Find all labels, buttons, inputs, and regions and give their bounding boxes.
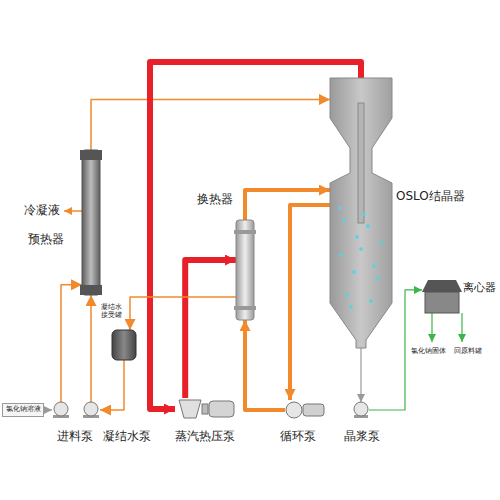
tank-shell (112, 330, 136, 360)
condensate-pump-icon (82, 402, 100, 418)
equipment-label: OSLO结晶器 (396, 190, 465, 203)
condensate-label: 冷凝液 (24, 204, 60, 217)
equipment-label: 预热器 (28, 233, 64, 246)
pipe-connector (150, 62, 361, 409)
pump-motor (303, 404, 324, 416)
crystal-dot (345, 293, 349, 297)
crystal-dot (342, 218, 346, 222)
circulation-pump: 循环泵 (285, 400, 325, 420)
crystal-dot (379, 241, 383, 245)
crystal-dot (362, 212, 366, 216)
heat-exchanger-icon (236, 220, 254, 320)
centrifuge-icon (422, 280, 462, 313)
crystal-dot (359, 247, 363, 251)
crystallizer-vessel (330, 78, 392, 348)
crystal-dot (352, 270, 356, 274)
crystal-dot (338, 206, 342, 210)
crystal-dot (349, 305, 353, 309)
box-label: 氯化钠溶液 (6, 406, 41, 414)
compressor-coupling (202, 404, 208, 414)
condensate-outlet (64, 210, 82, 212)
compressor-body (179, 400, 201, 418)
solid-outlet (431, 313, 432, 342)
exchanger-shell (236, 220, 254, 320)
pipe-connector (61, 285, 82, 402)
feed-pump-icon (52, 402, 70, 418)
vapor-compressor-icon (175, 398, 235, 420)
crystal-dot (339, 253, 343, 257)
pipe-connector (185, 260, 236, 398)
equipment-label: 蒸汽热压泵 (175, 430, 235, 443)
exchanger-flange (234, 306, 256, 310)
condensate-pump: 凝结水泵 (82, 402, 100, 418)
pipe-connector (290, 205, 330, 400)
exchanger-flange (234, 230, 256, 234)
oslo-crystallizer-icon (330, 78, 392, 348)
condensate-tank-icon (112, 330, 136, 360)
pump-body (54, 402, 68, 416)
pipe-connector (91, 100, 330, 150)
preheater: 预热器 (82, 150, 100, 295)
return-label: 回原料罐 (454, 348, 482, 356)
pump-body (354, 402, 368, 416)
crystal-dot (355, 235, 359, 239)
feed-pump: 进料泵 (52, 402, 70, 418)
equipment-label: 循环泵 (280, 430, 316, 443)
equipment-label: 离心器 (463, 282, 496, 294)
pipe-connector (245, 190, 330, 220)
vapor-compressor: 蒸汽热压泵 (175, 398, 235, 420)
pipe-connector (90, 295, 92, 402)
centrifuge-cover (422, 280, 462, 292)
pipe-connector (100, 360, 124, 410)
downcomer-tube (358, 103, 364, 223)
oslo-crystallizer: OSLO结晶器 (330, 78, 392, 348)
pipe-connector (245, 320, 285, 410)
feed-box: 氯化钠溶液 (2, 403, 44, 417)
pipe-connector (44, 409, 52, 410)
preheater-shell (82, 150, 100, 295)
preheater-cap (80, 150, 102, 160)
slurry-pump-icon (353, 402, 369, 418)
slurry-pump: 晶浆泵 (353, 402, 369, 418)
crystal-dot (369, 299, 373, 303)
crystal-dot (376, 276, 380, 280)
equipment-label: 凝结水泵 (103, 430, 151, 443)
equipment-label: 晶浆泵 (344, 430, 380, 443)
centrifuge-body (425, 292, 459, 313)
heat-exchanger: 换热器 (236, 220, 254, 320)
preheater-cap (80, 285, 102, 295)
equipment-label: 凝结水 接受罐 (100, 304, 122, 319)
condensate-tank: 凝结水 接受罐 (112, 330, 136, 360)
crystal-dot (372, 264, 376, 268)
equipment-label: 换热器 (197, 193, 233, 206)
compressor-motor (209, 401, 234, 417)
pump-body (286, 402, 302, 418)
return-outlet (461, 313, 462, 342)
circulation-pump-icon (285, 400, 325, 420)
equipment-label: 进料泵 (57, 430, 93, 443)
pump-body (84, 402, 98, 416)
pipe-connector (360, 348, 361, 402)
pipe-connector (130, 297, 236, 330)
preheater-icon (82, 150, 100, 295)
crystal-dot (366, 224, 370, 228)
centrifuge: 离心器 (422, 280, 462, 313)
product-label: 氯化钠固体 (411, 348, 446, 356)
